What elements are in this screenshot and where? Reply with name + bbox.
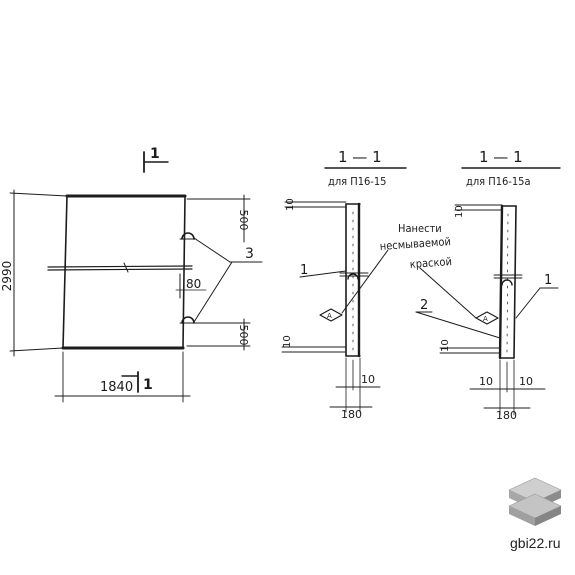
watermark-logo: gbi22.ru bbox=[508, 477, 562, 551]
dim-bottom-loop-text: 500 bbox=[237, 325, 250, 346]
lifting-loop-top bbox=[179, 232, 197, 240]
section-left-mark-letter: А bbox=[327, 312, 332, 320]
dim-width: 1840 bbox=[54, 351, 191, 403]
dim-middle-text: 80 bbox=[186, 277, 201, 291]
section-right-callout-1: 1 bbox=[515, 273, 559, 319]
center-line bbox=[47, 262, 193, 273]
section-right-mark-diamond: А bbox=[475, 311, 499, 325]
section-marker-bottom: 1 bbox=[121, 371, 153, 393]
note-line3: краской bbox=[409, 255, 452, 271]
stack-logo-icon bbox=[508, 477, 562, 526]
section-right-title: 1 — 1 bbox=[479, 148, 523, 166]
callout-loops-label: 3 bbox=[245, 246, 254, 262]
section-left-dim-thickness: 10 180 bbox=[329, 357, 381, 421]
section-right-dim-top-text: 10 bbox=[454, 205, 465, 218]
dim-middle: 80 bbox=[175, 273, 207, 299]
section-left-callout-label: 1 bbox=[300, 263, 308, 278]
section-right-callout-1-label: 1 bbox=[544, 273, 552, 288]
section-left-body bbox=[339, 202, 369, 358]
section-right-dim-offset-right-text: 10 bbox=[519, 375, 533, 388]
section-right-dim-thickness-text: 180 bbox=[496, 409, 517, 422]
section-right-subtitle: для П16-15а bbox=[466, 175, 531, 188]
section-right-callout-2: 2 bbox=[415, 298, 501, 339]
section-right-dim-bottom: 10 bbox=[439, 339, 501, 354]
section-right-dim-offset-left-text: 10 bbox=[479, 375, 493, 388]
note-line2: несмываемой bbox=[379, 235, 451, 253]
note-marking: Нанести несмываемой краской bbox=[379, 222, 477, 319]
section-right-dim-bottom-text: 10 bbox=[440, 339, 451, 352]
dim-height: 2990 bbox=[0, 189, 68, 357]
front-view: 1 2990 bbox=[0, 146, 263, 403]
section-left-dim-offset-text: 10 bbox=[361, 373, 375, 386]
section-right-dim-thickness: 10 10 180 bbox=[469, 359, 546, 422]
dim-bottom-loop: 500 bbox=[186, 318, 251, 351]
dim-top-loop-text: 500 bbox=[237, 210, 250, 231]
section-left-title: 1 — 1 bbox=[338, 148, 382, 166]
section-marker-top: 1 bbox=[143, 146, 169, 173]
section-left: 1 — 1 для П16-15 10 10 bbox=[281, 148, 407, 421]
section-right: 1 — 1 для П16-15а 10 10 bbox=[415, 148, 561, 422]
section-left-dim-thickness-text: 180 bbox=[341, 408, 362, 421]
section-left-dim-bottom: 10 bbox=[281, 335, 347, 353]
note-line1: Нанести bbox=[398, 222, 442, 235]
section-right-dim-top: 10 bbox=[454, 204, 503, 218]
section-marker-top-label: 1 bbox=[150, 146, 160, 162]
section-left-mark-diamond: А bbox=[319, 249, 389, 322]
section-right-body bbox=[493, 204, 523, 360]
dim-height-text: 2990 bbox=[0, 261, 14, 292]
panel-outline bbox=[61, 194, 187, 350]
dim-top-loop: 500 bbox=[186, 194, 251, 243]
section-left-callout: 1 bbox=[299, 263, 347, 278]
callout-loops: 3 bbox=[193, 237, 263, 323]
section-left-dim-top-text: 10 bbox=[285, 198, 296, 211]
section-right-mark-letter: А bbox=[483, 315, 488, 323]
section-left-dim-top: 10 bbox=[284, 198, 347, 211]
section-left-subtitle: для П16-15 bbox=[328, 175, 386, 188]
section-left-dim-bottom-text: 10 bbox=[282, 335, 293, 348]
dim-width-text: 1840 bbox=[100, 380, 133, 395]
watermark-text: gbi22.ru bbox=[510, 535, 561, 551]
lifting-loop-bottom bbox=[179, 316, 197, 324]
section-right-callout-2-label: 2 bbox=[420, 298, 428, 313]
section-marker-bottom-label: 1 bbox=[143, 377, 153, 393]
